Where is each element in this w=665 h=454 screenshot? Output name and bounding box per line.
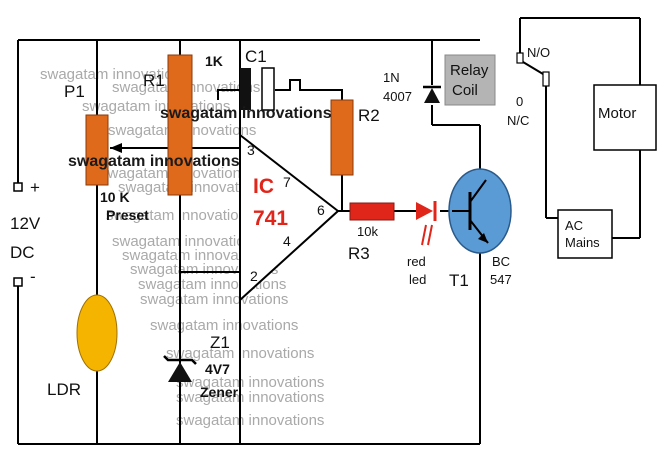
opamp-triangle [239, 132, 340, 303]
collector-lead [469, 179, 487, 203]
watermark-text: swagatam innovations [176, 389, 324, 406]
emitter-arrow [478, 233, 488, 243]
watermark-text: swagatam innovations [140, 291, 288, 308]
led-triangle [416, 202, 433, 220]
transistor-body [448, 168, 512, 254]
relay-coil: Relay Coil [444, 54, 496, 106]
motor: Motor [593, 84, 657, 151]
motor-label: Motor [598, 105, 636, 122]
z1-desc: Zener [200, 384, 239, 400]
t1-label: T1 [449, 271, 469, 290]
t1-type-1: BC [492, 254, 510, 269]
switch-arm [522, 61, 544, 75]
diode-triangle [424, 88, 440, 103]
pin-3-label: 3 [247, 142, 255, 158]
zener-z1: Z1 4V7 Zener [163, 333, 239, 400]
nc-label: N/C [507, 113, 529, 128]
relay-label-1: Relay [450, 62, 489, 79]
diode-label-2: 4007 [383, 89, 412, 104]
preset-wiper-arrow [110, 143, 122, 153]
preset-p1: P1 10 K Preset [64, 82, 149, 223]
relay-label-2: Coil [452, 82, 478, 99]
supply-type: DC [10, 243, 35, 262]
z1-label: Z1 [210, 333, 230, 352]
pin-7-label: 7 [283, 174, 291, 190]
r1-label: R1 [143, 71, 165, 90]
red-led: red led [407, 201, 437, 287]
c1-plate-dark [240, 68, 251, 110]
p1-value: 10 K [100, 189, 130, 205]
watermark-text: swagatam innovations [82, 98, 230, 115]
resistor-r1: R1 [143, 54, 193, 196]
c1-label: C1 [245, 47, 267, 66]
r3-value: 10k [357, 224, 378, 239]
no-label: N/O [527, 45, 550, 60]
led-ray [421, 224, 427, 246]
watermark-dark: swagatam innovations [68, 153, 240, 170]
r2-label: R2 [358, 106, 380, 125]
c1-left-lead [217, 89, 248, 100]
pin-6-label: 6 [317, 202, 325, 218]
z1-value: 4V7 [205, 361, 230, 377]
watermark-text: swagatam innovations [150, 317, 298, 334]
p1-desc: Preset [106, 207, 149, 223]
r3-label: R3 [348, 244, 370, 263]
c1-right-lead [275, 79, 343, 100]
motor-box [593, 84, 657, 151]
ldr: LDR [47, 294, 118, 399]
watermark-dark: swagatam innovations [160, 105, 332, 122]
supply-terminals: + 12V DC - [10, 178, 41, 287]
r3-body [349, 202, 395, 221]
diode-1n4007: 1N 4007 [383, 70, 441, 104]
resistor-r2: R2 [330, 99, 380, 176]
positive-terminal [13, 182, 23, 192]
transistor-t1: T1 BC 547 [448, 168, 512, 290]
common-contact [542, 71, 550, 87]
positive-sign: + [30, 178, 40, 197]
led-label-2: led [409, 272, 426, 287]
watermark-text: swagatam innovations [122, 247, 270, 264]
c1-value: 1K [205, 53, 223, 69]
watermark-text: swagatam innovations [176, 374, 324, 391]
pin-2-label: 2 [250, 268, 258, 284]
p1-label: P1 [64, 82, 85, 101]
watermark-text: swagatam innovations [176, 412, 324, 429]
led-label-1: red [407, 254, 426, 269]
opamp-ic741: IC 741 3 7 6 4 2 [239, 132, 340, 303]
ac-mains: AC Mains [557, 209, 613, 259]
negative-sign: - [30, 267, 36, 286]
t1-type-2: 547 [490, 272, 512, 287]
c1-plate-light [261, 67, 275, 111]
negative-terminal [13, 277, 23, 287]
mains-label-2: Mains [565, 235, 600, 250]
r2-body [330, 99, 354, 176]
watermark-text: swagatam innovations [112, 233, 260, 250]
diode-label-1: 1N [383, 70, 400, 85]
supply-voltage: 12V [10, 214, 41, 233]
mains-box [557, 209, 613, 259]
preset-body [85, 114, 109, 186]
ldr-label: LDR [47, 380, 81, 399]
pin-4-label: 4 [283, 233, 291, 249]
r1-body [167, 54, 193, 196]
nc-mark: 0 [516, 94, 523, 109]
ldr-body [76, 294, 118, 372]
ic-number: 741 [253, 207, 288, 230]
relay-box [444, 54, 496, 106]
zener-bar [163, 355, 197, 365]
wiring [17, 17, 641, 445]
ic-title: IC [253, 175, 274, 198]
resistor-r3: 10k R3 [348, 202, 395, 263]
relay-switch: N/O 0 N/C [507, 45, 550, 128]
watermark-text: swagatam innovations [40, 66, 188, 83]
mains-label-1: AC [565, 218, 583, 233]
no-contact [516, 52, 524, 64]
capacitor-c1: C1 1K [205, 47, 275, 111]
zener-triangle [168, 362, 192, 382]
led-ray [427, 224, 433, 246]
